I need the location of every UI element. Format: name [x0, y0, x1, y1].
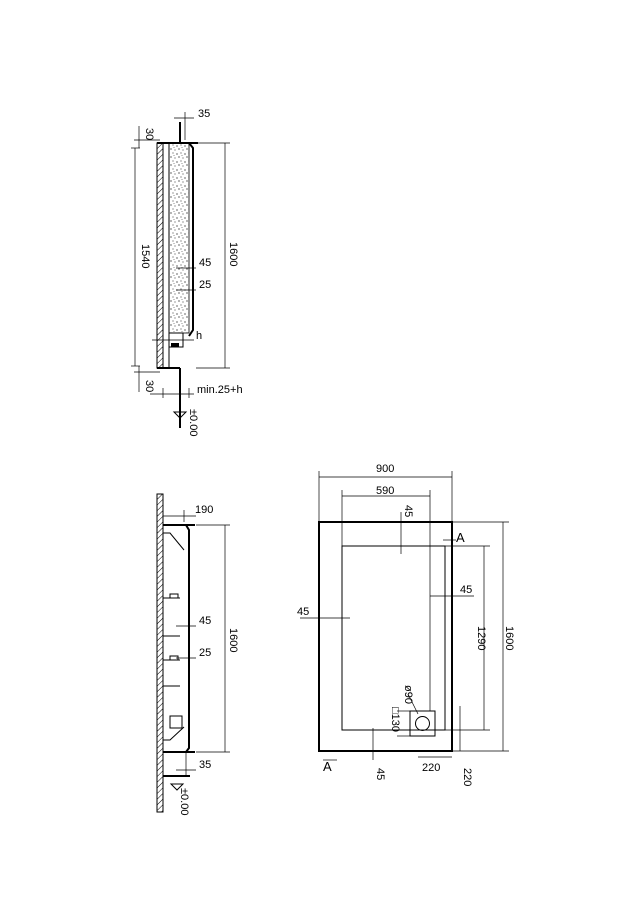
- tray-profile-2: [185, 524, 190, 753]
- dim-220-horizontal: 220: [422, 762, 440, 774]
- dim-1290: 1290: [475, 626, 487, 650]
- section-view-on-feet: 190 1600 45 25 35 ±0.00: [156, 493, 239, 815]
- tray-inner-basin: [341, 545, 446, 731]
- dim-190: 190: [195, 504, 213, 516]
- floor-slab: [162, 142, 170, 369]
- level-marker-icon: [172, 411, 188, 419]
- dim-1600-plan: 1600: [503, 626, 515, 650]
- dim-square-130: □130: [389, 707, 401, 732]
- drain-box-2: [169, 715, 183, 729]
- dim-45-top-section: 45: [199, 257, 211, 269]
- section-view-built-in: 35 30 1540 1600 45 25 h 30 min.25+h ±0.: [131, 108, 243, 436]
- dim-30-bottom: 30: [143, 380, 155, 392]
- dim-35-top-section: 35: [198, 108, 210, 120]
- wall-hatch-2: [156, 493, 164, 813]
- dim-diameter-90: ø90: [402, 685, 414, 704]
- dim-min-25-h: min.25+h: [197, 384, 243, 396]
- dim-1600-bottom-section: 1600: [227, 628, 239, 652]
- dim-25-bottom-section: 25: [199, 647, 211, 659]
- section-mark-a-bottom: A: [323, 759, 332, 774]
- level-label-bottom: ±0.00: [178, 788, 190, 815]
- dim-45-bottom-section: 45: [199, 615, 211, 627]
- plan-view: 900 590 45 45 45 1290 1600 A A ø90: [297, 463, 515, 786]
- dim-1600-top-section: 1600: [227, 242, 239, 266]
- dim-25-top-section: 25: [199, 279, 211, 291]
- dim-1540: 1540: [139, 244, 151, 268]
- drain-square: [409, 710, 436, 737]
- section-mark-a-top: A: [456, 530, 465, 545]
- dim-45-plan-right: 45: [460, 584, 472, 596]
- level-marker-icon-2: [169, 783, 185, 791]
- dim-35-bottom-section: 35: [199, 759, 211, 771]
- level-label-top: ±0.00: [187, 409, 199, 436]
- wall-hatch: [156, 142, 164, 369]
- dim-h: h: [196, 330, 202, 342]
- dim-45-plan-top: 45: [402, 505, 414, 517]
- dim-220-vertical: 220: [461, 768, 473, 786]
- dim-30-top: 30: [143, 128, 155, 140]
- tray-outer-outline: [318, 521, 453, 752]
- dim-45-plan-left: 45: [297, 606, 309, 618]
- dim-45-plan-bottom: 45: [374, 768, 386, 780]
- dim-590: 590: [376, 485, 394, 497]
- screed-fill: [168, 142, 190, 334]
- tray-profile: [188, 142, 194, 337]
- dim-900: 900: [376, 463, 394, 475]
- drain-circle: [415, 716, 430, 731]
